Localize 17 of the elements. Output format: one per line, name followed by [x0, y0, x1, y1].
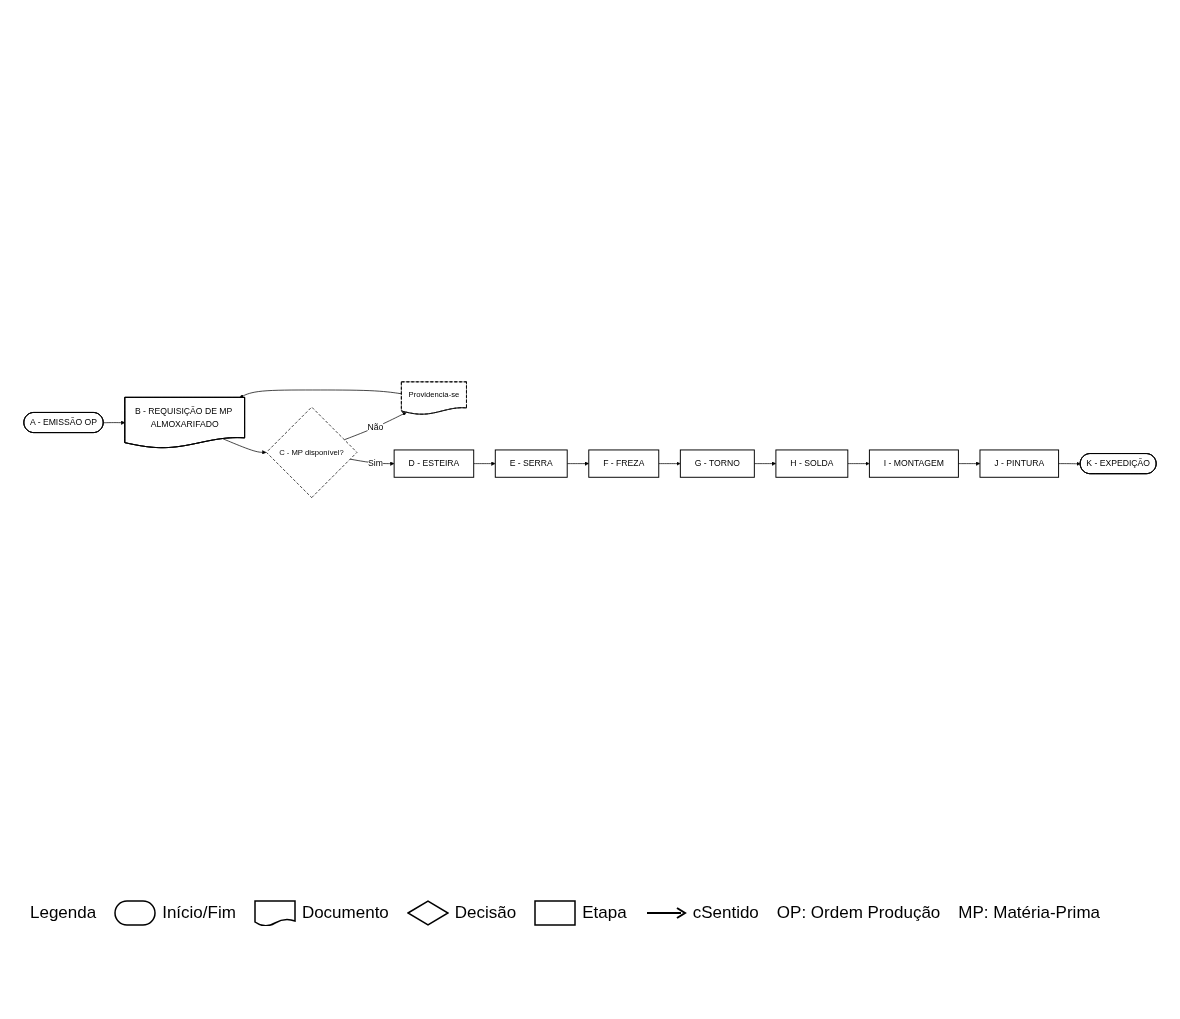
legend-label: Decisão: [454, 903, 517, 923]
legend-label: Etapa: [582, 903, 627, 923]
node-box: G - TORNO: [679, 449, 755, 479]
legend-label: cSentido: [692, 903, 759, 923]
legend-label: Documento: [301, 903, 389, 923]
abbreviation-note: MP: Matéria-Prima: [958, 903, 1100, 923]
node-box: D - ESTEIRA: [393, 449, 475, 479]
node-box: J - PINTURA: [979, 449, 1060, 479]
legend-label: Início/Fim: [162, 903, 236, 923]
node-box: F - FREZA: [588, 449, 660, 479]
node-box: E - SERRA: [494, 449, 568, 479]
abbreviation-note: OP: Ordem Produção: [776, 903, 941, 923]
node-box: I - MONTAGEM: [868, 449, 959, 479]
node-box: H - SOLDA: [775, 449, 849, 479]
legend-title: Legenda: [30, 903, 97, 923]
edge-label: Sim: [368, 458, 383, 469]
edge-label: Não: [367, 423, 384, 433]
